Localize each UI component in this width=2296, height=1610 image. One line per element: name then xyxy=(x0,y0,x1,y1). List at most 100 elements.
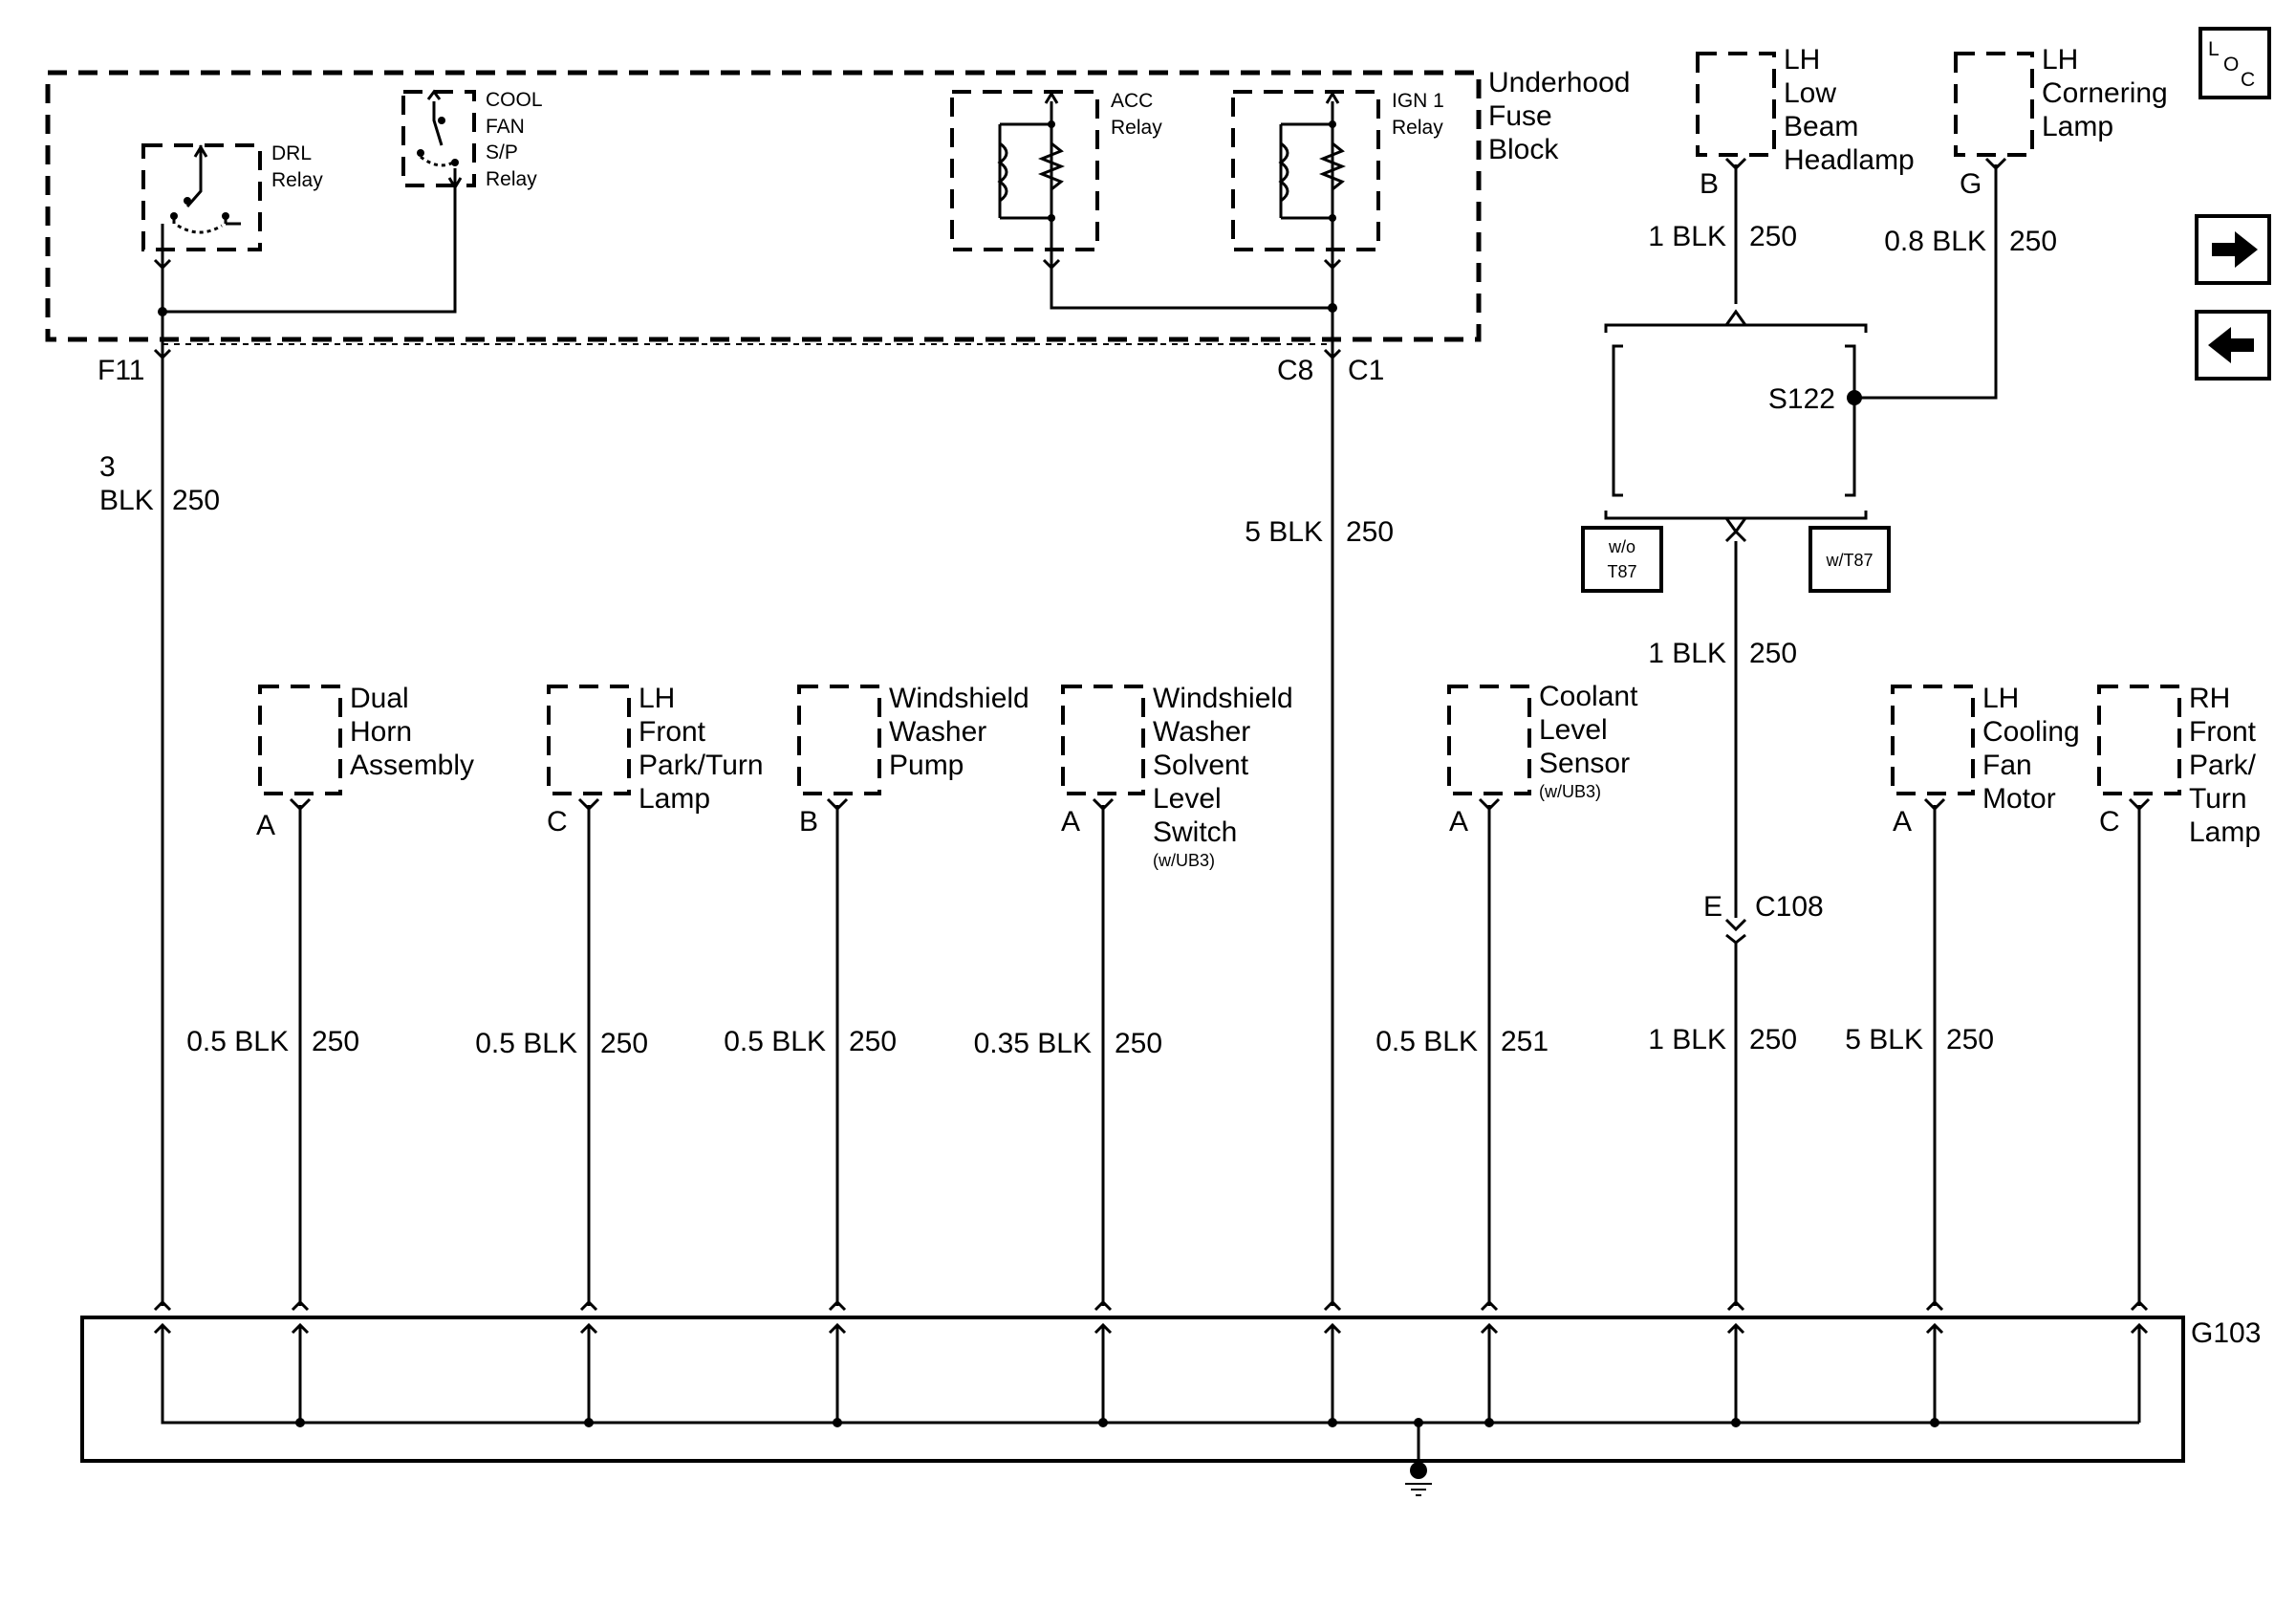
wire-c1: 5 BLK 250 xyxy=(1245,358,1394,1306)
pin-f11: F11 xyxy=(97,355,144,386)
c108-wire-spec: 1 BLK xyxy=(1648,1024,1726,1055)
rh-park-pin: C xyxy=(2099,806,2120,838)
coolant-wire-spec: 0.5 BLK xyxy=(1375,1026,1478,1057)
pin-c8: C8 xyxy=(1277,355,1313,386)
coolant-note: (w/UB3) xyxy=(1539,782,1601,801)
washer-pump-name-1: Windshield xyxy=(889,683,1029,714)
low-beam-wire-spec: 1 BLK xyxy=(1648,221,1726,252)
c108-wire-circuit: 250 xyxy=(1749,1024,1797,1055)
washer-switch-name-5: Switch xyxy=(1153,816,1237,848)
c108-name: C108 xyxy=(1755,891,1824,923)
arrow-right-icon[interactable] xyxy=(2195,214,2271,285)
c1-wire-spec: 5 BLK xyxy=(1245,516,1323,548)
lh-front-park-turn-lamp: LH Front Park/Turn Lamp C 0.5 BLK 250 xyxy=(475,683,764,1306)
coolant-name-3: Sensor xyxy=(1539,748,1630,779)
fan-motor-name-1: LH xyxy=(1982,683,2019,714)
splice-s122: S122 xyxy=(1768,383,1835,415)
fan-motor-name-4: Motor xyxy=(1982,783,2056,815)
option-without-t87-2: T87 xyxy=(1607,562,1636,581)
low-beam-name-4: Headlamp xyxy=(1784,144,1915,176)
lh-park-name-2: Front xyxy=(639,716,706,748)
c1-wire-circuit: 250 xyxy=(1346,516,1394,548)
washer-pump-wire-circuit: 250 xyxy=(849,1026,897,1057)
ign1-relay-label-2: Relay xyxy=(1392,117,1443,139)
loc-icon-o: O xyxy=(2223,54,2239,76)
cornering-name-2: Cornering xyxy=(2042,77,2168,109)
splice-out-wire-spec: 1 BLK xyxy=(1648,638,1726,669)
cool-fan-relay-label-4: Relay xyxy=(486,168,537,190)
horn-name-2: Horn xyxy=(350,716,412,748)
cornering-wire-circuit: 250 xyxy=(2009,226,2057,257)
cool-fan-relay: COOL FAN S/P Relay xyxy=(401,89,543,190)
loc-icon[interactable]: L O C xyxy=(2199,27,2271,99)
cornering-pin: G xyxy=(1960,168,1982,200)
splice-out-wire-circuit: 250 xyxy=(1749,638,1797,669)
f11-wire-circuit: 250 xyxy=(172,485,220,516)
rh-park-name-5: Lamp xyxy=(2189,816,2261,848)
fuse-block-name-1: Underhood xyxy=(1488,67,1630,98)
washer-pump-pin: B xyxy=(799,806,818,838)
lh-park-pin: C xyxy=(547,806,568,838)
low-beam-name-3: Beam xyxy=(1784,111,1858,142)
washer-switch-pin: A xyxy=(1061,806,1080,838)
drl-relay-label-1: DRL xyxy=(271,142,312,164)
f11-wire-size: 3 xyxy=(99,451,116,483)
ign1-relay-label-1: IGN 1 xyxy=(1392,90,1444,112)
cornering-wire-spec: 0.8 BLK xyxy=(1884,226,1986,257)
option-without-t87-box xyxy=(1581,526,1663,593)
horn-name-3: Assembly xyxy=(350,750,474,781)
fan-motor-wire-spec: 5 BLK xyxy=(1845,1024,1923,1055)
coolant-wire-circuit: 251 xyxy=(1501,1026,1549,1057)
horn-wire-spec: 0.5 BLK xyxy=(186,1026,289,1057)
rh-park-name-4: Turn xyxy=(2189,783,2247,815)
washer-switch-name-2: Washer xyxy=(1153,716,1250,748)
drl-relay: DRL Relay xyxy=(141,142,323,251)
option-with-t87: w/T87 xyxy=(1825,551,1873,570)
loc-icon-c: C xyxy=(2241,69,2255,91)
drl-relay-label-2: Relay xyxy=(271,169,323,191)
fan-motor-name-3: Fan xyxy=(1982,750,2032,781)
arrow-left-icon[interactable] xyxy=(2195,310,2271,381)
lh-park-wire-spec: 0.5 BLK xyxy=(475,1028,577,1059)
rh-park-name-1: RH xyxy=(2189,683,2230,714)
acc-relay: ACC Relay xyxy=(950,90,1162,251)
low-beam-wire-circuit: 250 xyxy=(1749,221,1797,252)
washer-switch-note: (w/UB3) xyxy=(1153,851,1215,870)
acc-relay-label-2: Relay xyxy=(1111,117,1162,139)
windshield-washer-pump: Windshield Washer Pump B 0.5 BLK 250 xyxy=(724,683,1029,1306)
lh-park-name-3: Park/Turn xyxy=(639,750,764,781)
washer-pump-name-3: Pump xyxy=(889,750,964,781)
coolant-name-1: Coolant xyxy=(1539,681,1638,712)
fuse-block-name-2: Fuse xyxy=(1488,100,1552,132)
acc-relay-label-1: ACC xyxy=(1111,90,1153,112)
lh-low-beam-headlamp: LH Low Beam Headlamp B 1 BLK 250 xyxy=(1648,44,1915,304)
wire-f11: 3 BLK 250 xyxy=(99,358,220,1306)
ground-g103-label: G103 xyxy=(2191,1317,2261,1349)
washer-switch-wire-circuit: 250 xyxy=(1115,1028,1162,1059)
rh-park-name-3: Park/ xyxy=(2189,750,2257,781)
coolant-pin: A xyxy=(1449,806,1468,838)
f11-wire-color: BLK xyxy=(99,485,154,516)
low-beam-name-1: LH xyxy=(1784,44,1820,76)
cornering-name-3: Lamp xyxy=(2042,111,2113,142)
coolant-name-2: Level xyxy=(1539,714,1608,746)
cool-fan-relay-label-2: FAN xyxy=(486,116,525,138)
washer-switch-name-4: Level xyxy=(1153,783,1222,815)
lh-cornering-lamp: LH Cornering Lamp G 0.8 BLK 250 xyxy=(1852,44,2168,400)
option-without-t87-1: w/o xyxy=(1608,537,1635,556)
fan-motor-pin: A xyxy=(1893,806,1912,838)
horn-wire-circuit: 250 xyxy=(312,1026,359,1057)
fuse-block-name-3: Block xyxy=(1488,134,1559,165)
washer-pump-name-2: Washer xyxy=(889,716,986,748)
rh-park-name-2: Front xyxy=(2189,716,2257,748)
windshield-washer-solvent-level-switch: Windshield Washer Solvent Level Switch (… xyxy=(974,683,1293,1306)
option-with-t87-box xyxy=(1809,526,1891,593)
cool-fan-relay-label-1: COOL xyxy=(486,89,543,111)
connector-c108: E C108 1 BLK 250 xyxy=(1648,891,1824,1306)
horn-name-1: Dual xyxy=(350,683,409,714)
ign1-relay: IGN 1 Relay xyxy=(1231,90,1444,251)
loc-icon-l: L xyxy=(2208,38,2220,60)
low-beam-name-2: Low xyxy=(1784,77,1836,109)
cornering-name-1: LH xyxy=(2042,44,2078,76)
low-beam-pin: B xyxy=(1700,168,1719,200)
